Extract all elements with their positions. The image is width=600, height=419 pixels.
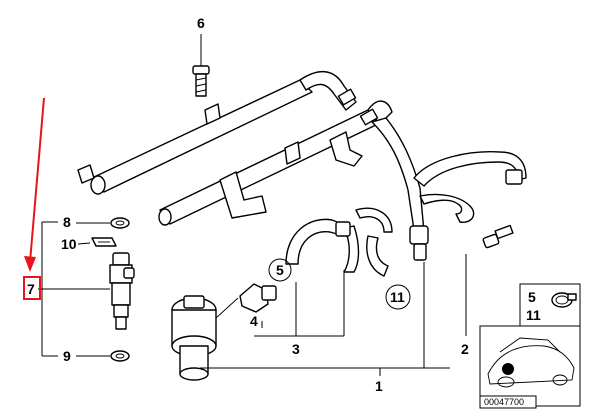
callout-4: 4 [250,313,258,329]
vehicle-location-inset: 00047700 [479,325,581,409]
callout-5: 5 [276,262,284,278]
fuel-injector[interactable] [109,252,135,330]
vacuum-hose[interactable] [285,207,393,277]
callout-9: 9 [63,348,71,364]
inset-label-5: 5 [528,289,536,305]
image-code: 00047700 [484,397,524,407]
callout-6: 6 [197,15,205,31]
callout-7: 7 [27,281,35,297]
inset-label-11: 11 [526,307,541,323]
callout-3: 3 [292,341,300,357]
callout-2: 2 [461,341,469,357]
callout-1: 1 [375,378,383,394]
callout-5-ring [268,258,292,282]
highlight-arrow [24,97,45,272]
callout-11-ring [385,284,411,310]
fuel-pressure-unit[interactable] [171,295,239,381]
o-ring-top[interactable] [110,217,130,229]
highlight-box [23,276,41,300]
location-marker [502,363,514,375]
fuel-rail[interactable] [77,71,393,226]
pressure-regulator[interactable] [239,283,277,313]
injector-clip[interactable] [91,237,117,247]
callout-8: 8 [63,214,71,230]
clamp-inset: 5 11 [519,283,581,327]
callout-11: 11 [390,289,405,305]
o-ring-bottom[interactable] [110,350,130,362]
callout-10: 10 [61,236,77,252]
bolt-part-6[interactable] [192,65,210,97]
fuel-supply-hose[interactable] [371,117,527,261]
bolt-right[interactable] [482,224,514,249]
